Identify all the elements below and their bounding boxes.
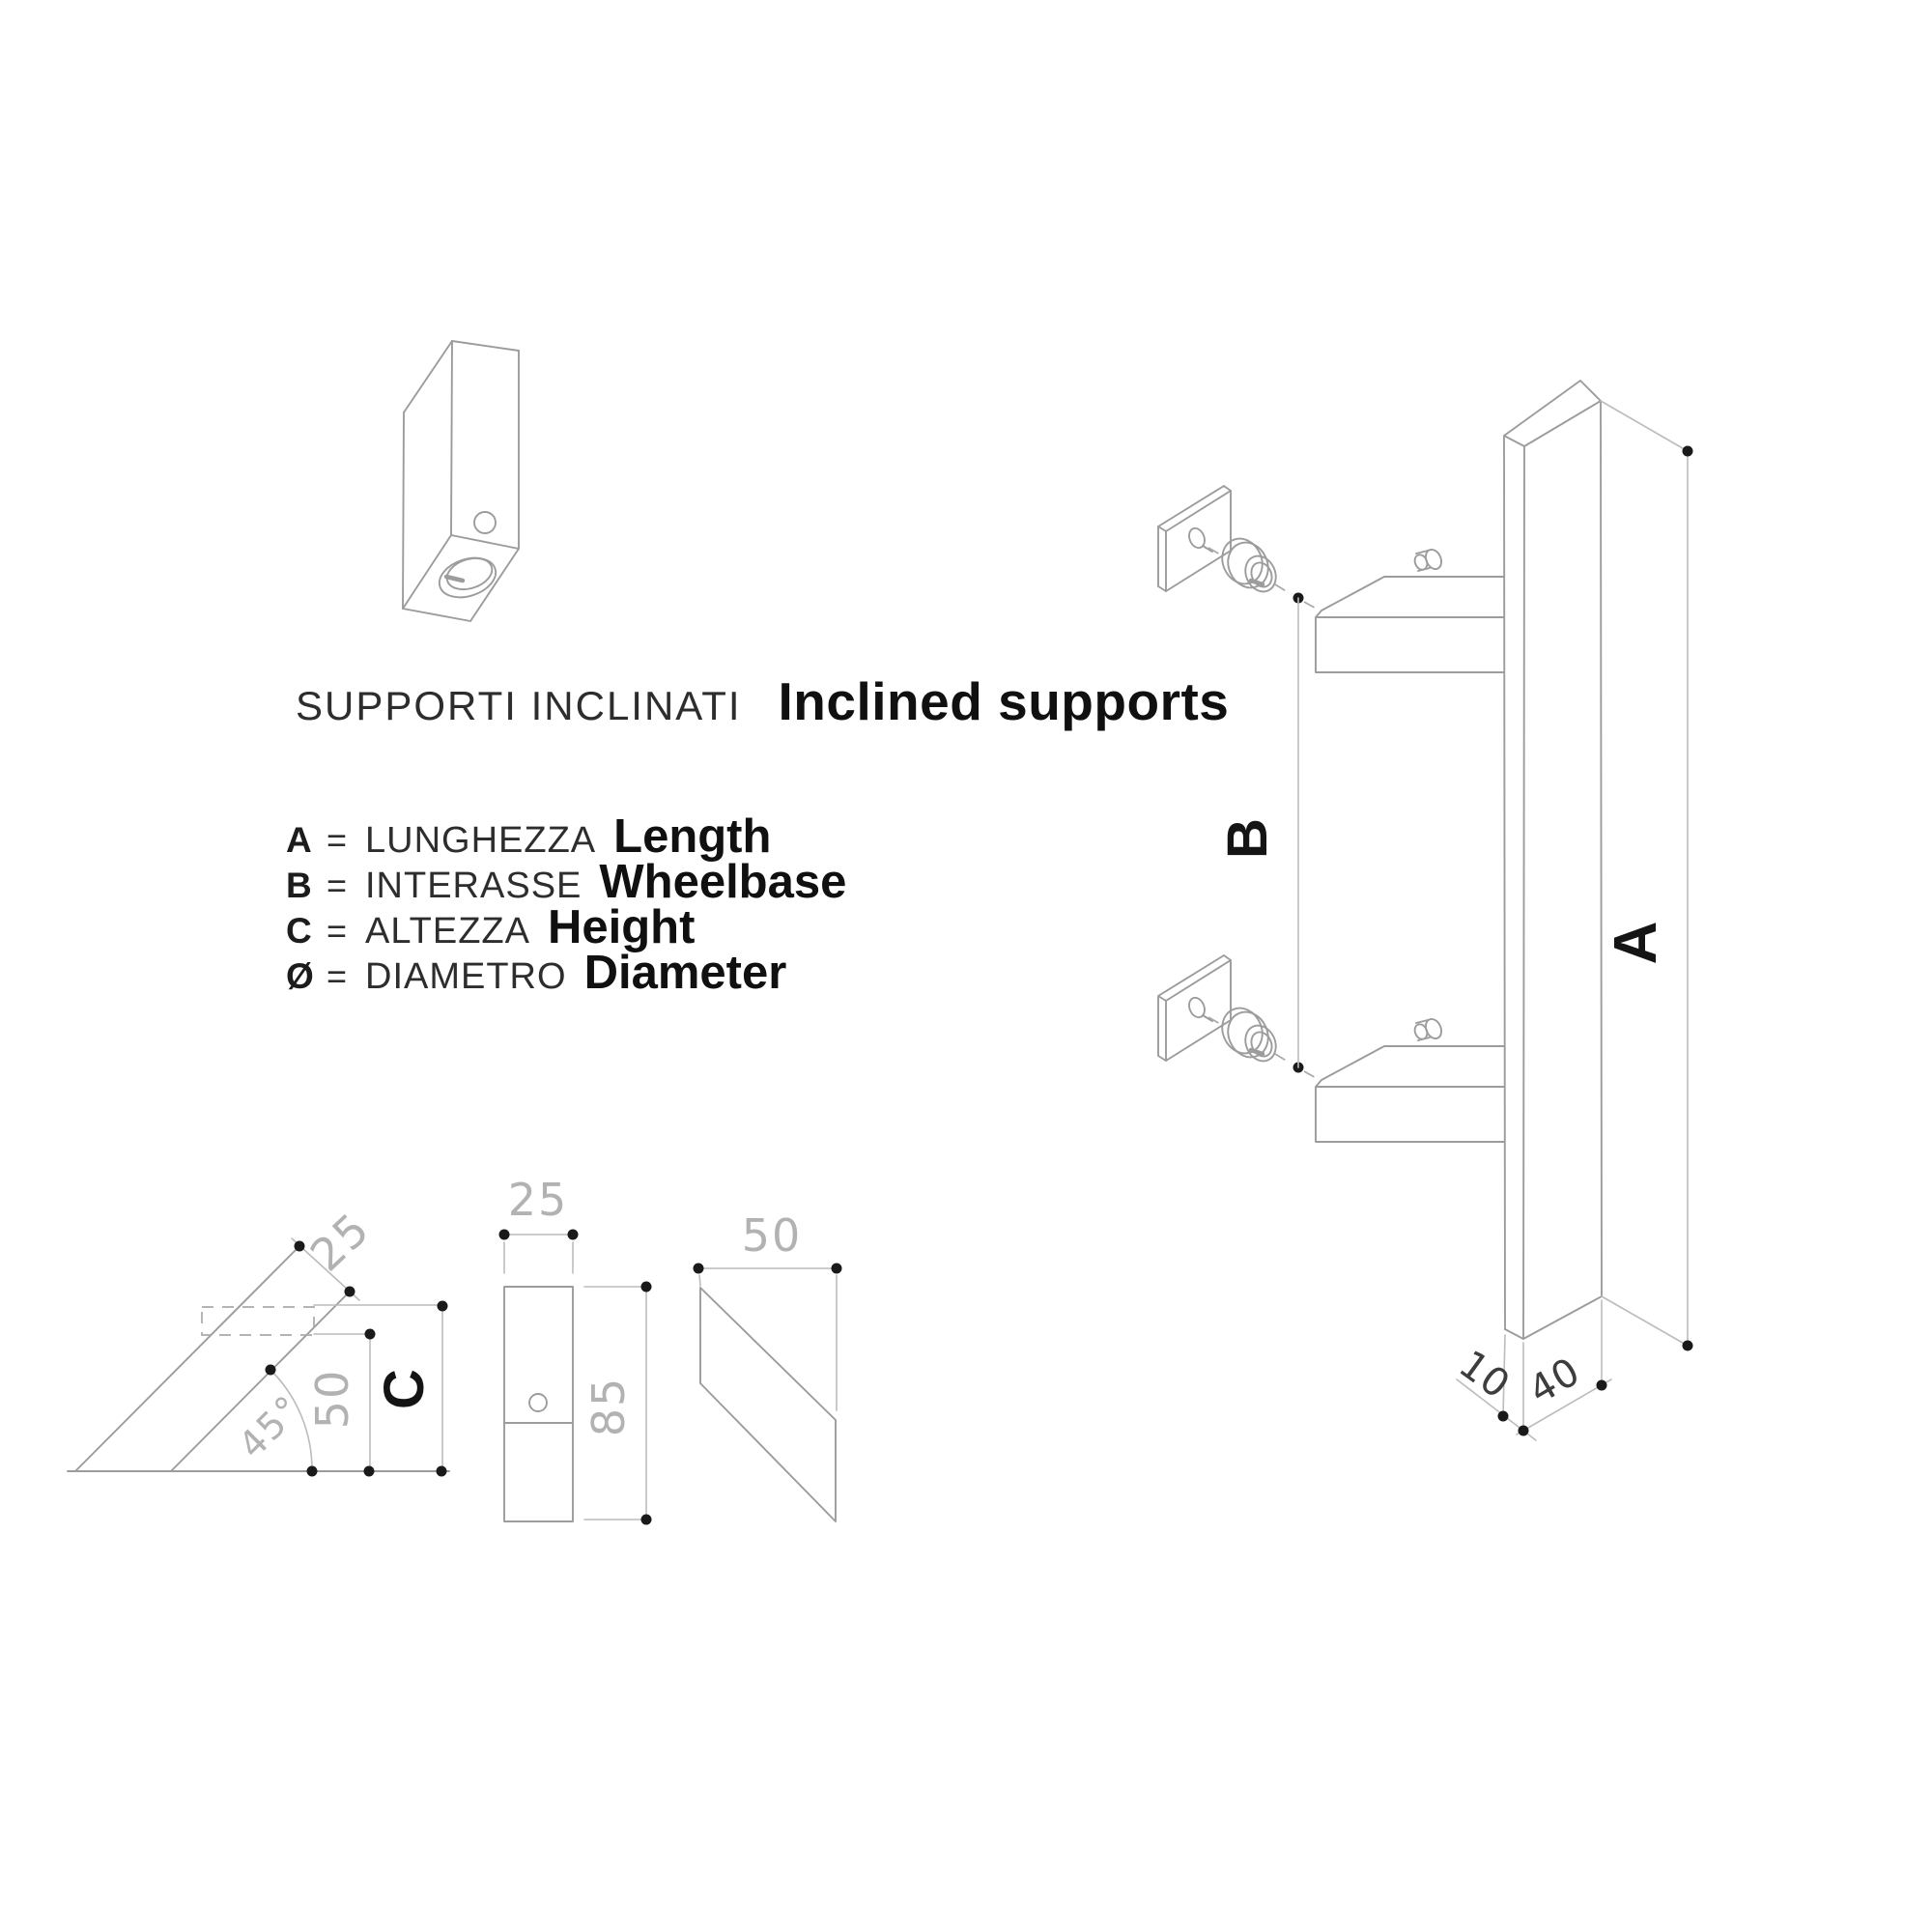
support-arm bbox=[1315, 576, 1505, 673]
legend-english: Wheelbase bbox=[599, 856, 847, 908]
hidden-slot-rect bbox=[201, 1306, 315, 1336]
legend-italian: INTERASSE bbox=[365, 866, 582, 906]
legend-italian: DIAMETRO bbox=[365, 956, 567, 997]
front-view-drawing: 25 85 bbox=[498, 1174, 652, 1525]
dim-side-width: 25 bbox=[300, 1202, 381, 1281]
legend-symbol: A bbox=[286, 820, 312, 860]
inclined-face-hole bbox=[438, 556, 497, 599]
title-english: Inclined supports bbox=[778, 671, 1230, 731]
side-view-drawing: 25 50 C 45° bbox=[67, 1202, 450, 1477]
bottom-dimensions: 10 40 bbox=[1451, 1299, 1612, 1441]
profile-view-drawing: 50 bbox=[693, 1209, 842, 1522]
dim-profile-depth: 50 bbox=[742, 1209, 803, 1262]
legend-equals: = bbox=[327, 911, 348, 951]
support-unit-lower bbox=[1158, 955, 1504, 1142]
wheelbase-dimension: B bbox=[1216, 597, 1299, 1068]
legend-italian: ALTEZZA bbox=[365, 911, 530, 952]
legend-equals: = bbox=[327, 820, 348, 860]
title-italian: SUPPORTI INCLINATI bbox=[296, 683, 742, 728]
bar-bottom-face bbox=[1504, 1295, 1603, 1340]
dim-bar-width: 40 bbox=[1521, 1350, 1588, 1413]
legend-symbol: Ø bbox=[286, 956, 314, 996]
dimension-legend: A = LUNGHEZZA Length B = INTERASSE Wheel… bbox=[286, 810, 846, 999]
legend-equals: = bbox=[327, 956, 348, 996]
legend-symbol: C bbox=[286, 911, 312, 951]
dim-length-symbol: A bbox=[1603, 922, 1669, 965]
dim-bar-thickness: 10 bbox=[1451, 1342, 1519, 1407]
dim-side-height-symbol: C bbox=[373, 1369, 436, 1409]
legend-row-height: C = ALTEZZA Height bbox=[286, 900, 846, 953]
dim-side-height: 50 bbox=[306, 1369, 358, 1430]
angle-arc bbox=[270, 1369, 313, 1472]
handle-bar bbox=[1503, 380, 1603, 1340]
legend-equals: = bbox=[327, 866, 348, 905]
length-dimension: A bbox=[1600, 400, 1693, 1351]
legend-english: Length bbox=[613, 810, 772, 863]
front-view-hole bbox=[528, 1393, 548, 1412]
bar-top-face bbox=[1503, 380, 1602, 447]
assembly-drawing: B A 10 40 bbox=[1157, 380, 1693, 1441]
legend-row-diameter: Ø = DIAMETRO Diameter bbox=[286, 946, 846, 999]
dim-front-length: 85 bbox=[582, 1377, 635, 1437]
legend-row-length: A = LUNGHEZZA Length bbox=[286, 810, 846, 863]
grub-screw bbox=[1413, 548, 1443, 572]
axis-centerline bbox=[1208, 547, 1223, 556]
legend-italian: LUNGHEZZA bbox=[365, 820, 597, 861]
legend-english: Diameter bbox=[583, 947, 787, 999]
legend-symbol: B bbox=[286, 866, 312, 905]
inclined-cut-face bbox=[402, 534, 520, 622]
isometric-support-pictorial bbox=[402, 340, 520, 622]
legend-row-wheelbase: B = INTERASSE Wheelbase bbox=[286, 855, 846, 908]
support-unit-upper bbox=[1157, 485, 1505, 673]
wall-plate bbox=[1165, 490, 1232, 592]
dim-wheelbase-symbol: B bbox=[1216, 818, 1279, 859]
page-title: SUPPORTI INCLINATI Inclined supports bbox=[296, 670, 1229, 732]
front-hole bbox=[473, 511, 497, 534]
dim-front-width: 25 bbox=[508, 1174, 569, 1226]
plate-hole bbox=[1188, 526, 1206, 550]
bushing bbox=[1221, 537, 1277, 593]
legend-english: Height bbox=[548, 901, 696, 953]
